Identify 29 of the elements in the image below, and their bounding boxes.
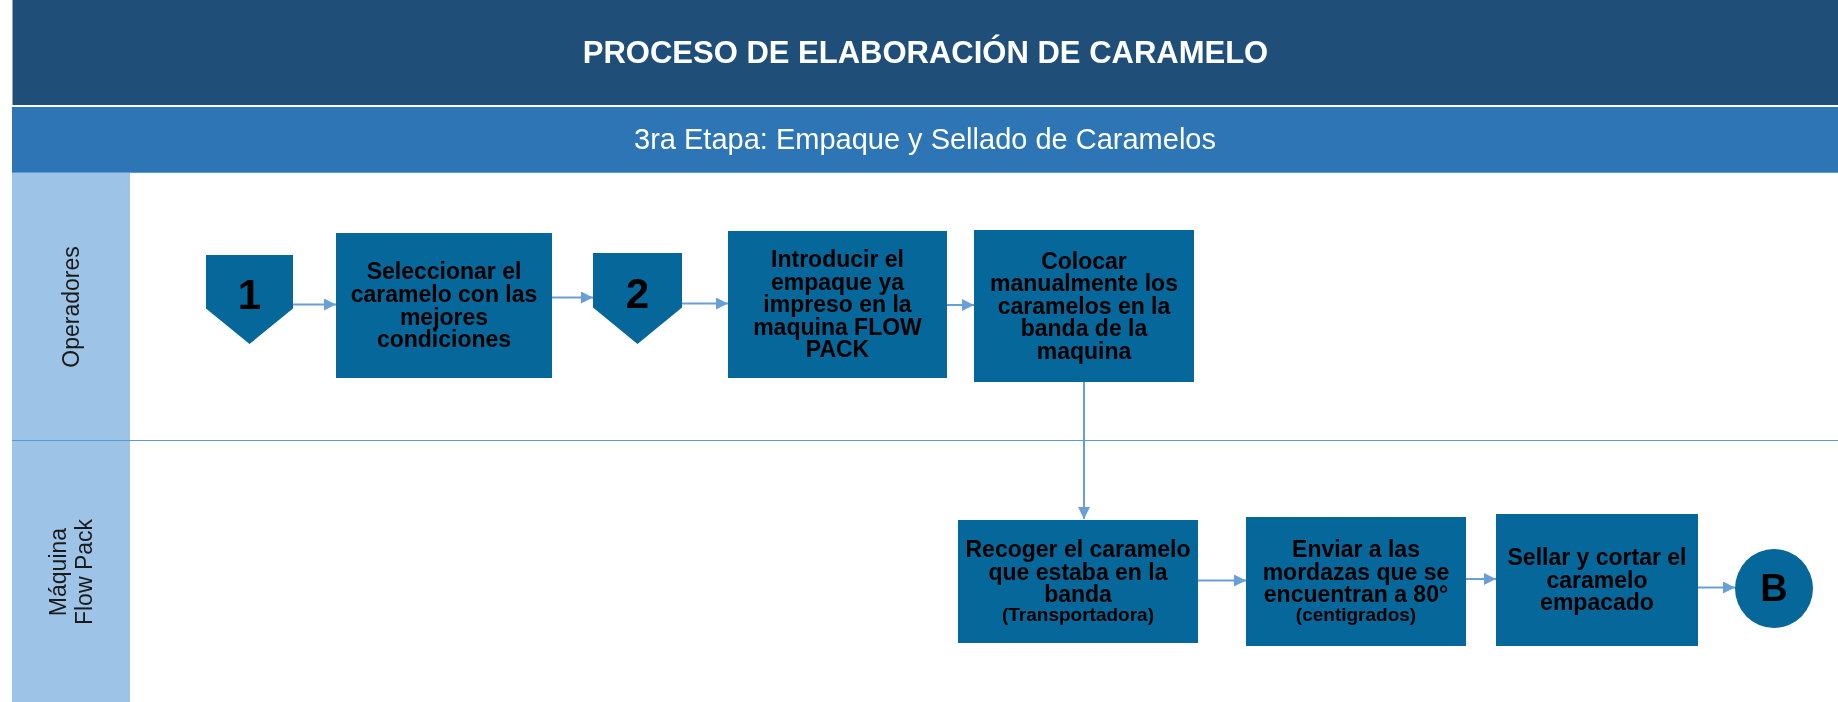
process-text: Seleccionar el caramelo con las mejores condiciones — [349, 260, 539, 351]
arrow — [946, 299, 975, 311]
process-note: (centigrados) — [1295, 606, 1417, 625]
process-text: Colocar manualmente los caramelos en la banda de la maquina — [989, 249, 1179, 363]
connector-label: 1 — [237, 270, 262, 319]
process-box — [958, 520, 1198, 643]
arrow — [292, 298, 337, 311]
arrow — [1697, 581, 1736, 594]
arrow — [681, 297, 729, 310]
process-text: Introducir el empaque ya impreso en la maquina FLOW PACK — [752, 248, 923, 361]
lane-title: Operadores — [57, 245, 85, 368]
process-text: Sellar y cortar el caramelo empacado — [1506, 546, 1688, 614]
process-box — [1496, 514, 1698, 646]
arrow — [1465, 573, 1497, 585]
process-text: Enviar a las mordazas que se encuentran a 80° — [1261, 538, 1451, 606]
process-box — [728, 231, 947, 378]
connector-label: B — [1760, 567, 1788, 610]
process-text: Recoger el caramelo que estaba en la banda — [964, 538, 1192, 606]
arrow — [1078, 380, 1090, 520]
arrow — [1197, 574, 1247, 587]
arrow — [551, 291, 594, 304]
process-box — [1246, 517, 1466, 646]
process-note: (Transportadora) — [1002, 606, 1154, 625]
process-box — [336, 233, 552, 378]
stage-banner: 3ra Etapa: Empaque y Sellado de Caramelos — [12, 107, 1838, 172]
lane-title: Máquina Flow Pack — [44, 517, 98, 627]
title-banner: PROCESO DE ELABORACIÓN DE CARAMELO — [12, 0, 1838, 105]
process-box — [974, 230, 1194, 382]
connector-label: 2 — [625, 269, 650, 318]
